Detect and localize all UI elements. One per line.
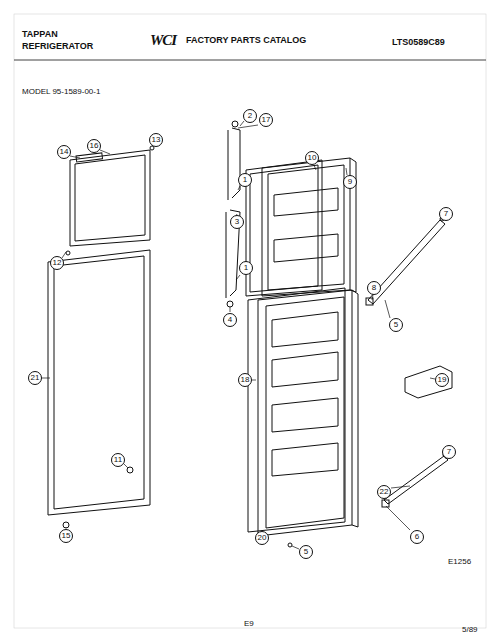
callout-number: 17: [259, 113, 273, 127]
callout-number: 7: [442, 445, 456, 459]
callout-number: 14: [57, 145, 71, 159]
callout-number: 4: [223, 313, 237, 327]
catalog-number: LTS0589C89: [392, 38, 445, 47]
callout-number: 13: [149, 133, 163, 147]
callout-number: 19: [435, 373, 449, 387]
callout-number: 3: [230, 215, 244, 229]
callout-number: 7: [439, 207, 453, 221]
callout-number: 16: [87, 139, 101, 153]
product-type: REFRIGERATOR: [22, 42, 93, 51]
catalog-title: FACTORY PARTS CATALOG: [186, 36, 306, 45]
model-number: MODEL 95-1589-00-1: [22, 88, 100, 96]
fresh-food-gasket: [48, 250, 150, 515]
page-number: E9: [244, 620, 254, 628]
freezer-door-gasket: [246, 160, 322, 296]
callout-number: 9: [343, 175, 357, 189]
door-stop-tubes: [226, 121, 240, 307]
callout-number: 1: [238, 173, 252, 187]
callout-number: 5: [299, 545, 313, 559]
leader-lines: [42, 121, 446, 549]
door-handle: [405, 366, 452, 398]
callout-number: 22: [377, 485, 391, 499]
freezer-gasket: [70, 150, 150, 246]
callout-number: 2: [243, 109, 257, 123]
drawing-number: E1256: [448, 558, 471, 566]
callout-number: 8: [367, 281, 381, 295]
callout-number: 1: [239, 261, 253, 275]
callout-number: 11: [111, 453, 125, 467]
callout-number: 12: [50, 256, 64, 270]
freezer-door: [262, 158, 356, 296]
brand-name: TAPPAN: [22, 30, 58, 39]
callout-number: 18: [238, 373, 252, 387]
fresh-food-door: [258, 290, 358, 536]
company-logo: WCI: [150, 33, 176, 48]
callout-number: 6: [410, 530, 424, 544]
date-code: 5/89: [462, 626, 478, 634]
shelf-bar: [384, 456, 448, 504]
callout-number: 5: [389, 318, 403, 332]
callout-number: 15: [59, 529, 73, 543]
callout-number: 21: [28, 371, 42, 385]
shelf-bar: [368, 220, 445, 304]
callout-number: 10: [305, 151, 319, 165]
nameplate: [76, 153, 103, 162]
callout-number: 20: [255, 531, 269, 545]
door-gasket: [248, 288, 345, 532]
